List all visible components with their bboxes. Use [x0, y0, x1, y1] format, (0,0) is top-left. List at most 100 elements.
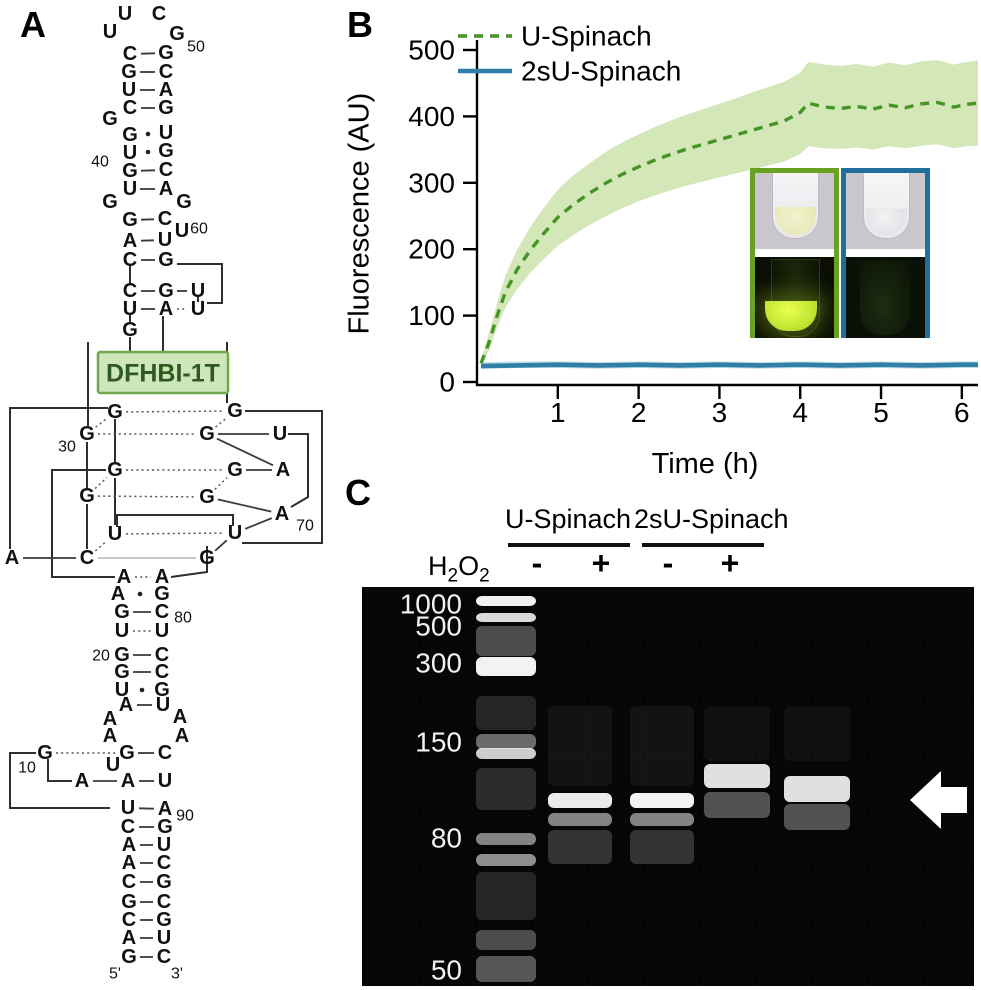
nucleotide: A: [158, 798, 172, 820]
nucleotide: C: [123, 43, 137, 65]
nucleotide: A: [155, 566, 169, 588]
tertiary-dotted-bond: [94, 540, 108, 552]
nucleotide: U: [175, 220, 189, 242]
base-pair-bond: [214, 539, 228, 552]
nucleotide: G: [154, 679, 170, 701]
nucleotide: A: [75, 770, 89, 792]
nucleotide: G: [121, 891, 137, 913]
backbone-connector: [9, 407, 108, 549]
nucleotide: G: [199, 423, 215, 445]
h2o2-label: H2O2: [428, 551, 490, 587]
chart-x-axis-label: Time (h): [651, 448, 759, 480]
2su-spinach-tube-inset: [841, 168, 930, 338]
nucleotide: U: [123, 298, 137, 320]
dfhbi-label: DFHBI-1T: [106, 360, 220, 388]
nucleotide: A: [119, 694, 133, 716]
gel-band: [476, 626, 536, 656]
ladder-size-label: 50: [431, 955, 462, 986]
nucleotide: C: [155, 661, 169, 683]
nucleotide: C: [122, 909, 136, 931]
ladder-size-label: 500: [415, 611, 462, 642]
wobble-pair-dot: [145, 149, 151, 155]
nucleotide: G: [227, 459, 243, 481]
group-underline-2: [642, 543, 764, 547]
nucleotide: G: [114, 661, 130, 683]
nucleotide: A: [175, 725, 189, 747]
nucleotide: G: [158, 280, 174, 302]
dfhbi-box: [96, 350, 230, 395]
gel-band: [476, 872, 536, 920]
nucleotide: C: [159, 159, 173, 181]
nucleotide: G: [199, 547, 215, 569]
y-tick-label: 100: [408, 300, 455, 331]
gel-band: [548, 706, 612, 786]
x-tick-label: 5: [873, 397, 889, 428]
gel-band: [476, 613, 536, 622]
nucleotide: C: [152, 3, 166, 25]
gel-group-label-u-spinach: U-Spinach: [505, 504, 632, 534]
backbone-connector: [170, 546, 208, 578]
x-tick-label: 4: [792, 397, 808, 428]
nucleotide: G: [107, 401, 123, 423]
nucleotide: C: [157, 891, 171, 913]
nucleotide: G: [79, 423, 95, 445]
nucleotide: G: [158, 97, 174, 119]
nucleotide: C: [159, 61, 173, 83]
gel-band: [630, 706, 694, 786]
gel-band: [476, 854, 536, 866]
tertiary-dotted-bond: [215, 417, 227, 428]
nucleotide: G: [114, 644, 130, 666]
nucleotide: C: [80, 547, 94, 569]
gel-band: [476, 833, 536, 845]
nucleotide: U: [159, 122, 173, 144]
nucleotide: A: [276, 459, 290, 481]
position-label: 80: [174, 610, 192, 627]
nucleotide: A: [122, 927, 136, 949]
nucleotide: G: [157, 816, 173, 838]
error-band-U-Spinach: [481, 59, 978, 367]
nucleotide: G: [158, 140, 174, 162]
ladder-size-label: 150: [415, 727, 462, 758]
nucleotide: U: [106, 754, 120, 776]
glowing-liquid: [765, 301, 817, 331]
base-pair-bond: [244, 517, 273, 530]
legend-label-U-Spinach: U-Spinach: [521, 21, 652, 52]
gel-band: [630, 830, 694, 864]
nucleotide: G: [154, 583, 170, 605]
ladder-size-label: 1000: [400, 589, 462, 620]
nucleotide: A: [5, 547, 19, 569]
nucleotide: C: [121, 816, 135, 838]
backbone-connector: [47, 759, 72, 782]
position-label: 20: [92, 648, 110, 665]
nucleotide: U: [123, 142, 137, 164]
nucleotide: A: [121, 770, 135, 792]
position-label: 3': [171, 966, 183, 983]
nucleotide: U: [123, 178, 137, 200]
nucleotide: G: [122, 319, 138, 341]
nucleotide: G: [169, 23, 185, 45]
nucleotide: G: [114, 601, 130, 623]
chart-axes: [475, 40, 978, 387]
ladder-size-label: 300: [415, 648, 462, 679]
gel-band: [476, 596, 536, 606]
panel-b-label: B: [347, 4, 373, 45]
2su-spinach-tube-whitelight: [846, 173, 925, 249]
lane-sign-plus-2: +: [720, 545, 740, 581]
series-line-U-Spinach: [479, 100, 979, 365]
nucleotide: U: [158, 770, 172, 792]
gel-band: [476, 657, 536, 676]
nucleotide: G: [102, 108, 118, 130]
nucleotide: U: [108, 523, 122, 545]
y-tick-label: 200: [408, 234, 455, 265]
nucleotide: U: [158, 229, 172, 251]
nucleotide: A: [103, 725, 117, 747]
u-spinach-tube-uv: [755, 257, 834, 338]
gel-band: [476, 748, 536, 759]
nucleotide: G: [227, 400, 243, 422]
nucleotide: G: [122, 209, 138, 231]
nucleotide: C: [123, 97, 137, 119]
wobble-pair-dot: [145, 131, 151, 137]
nucleotide: U: [191, 298, 205, 320]
